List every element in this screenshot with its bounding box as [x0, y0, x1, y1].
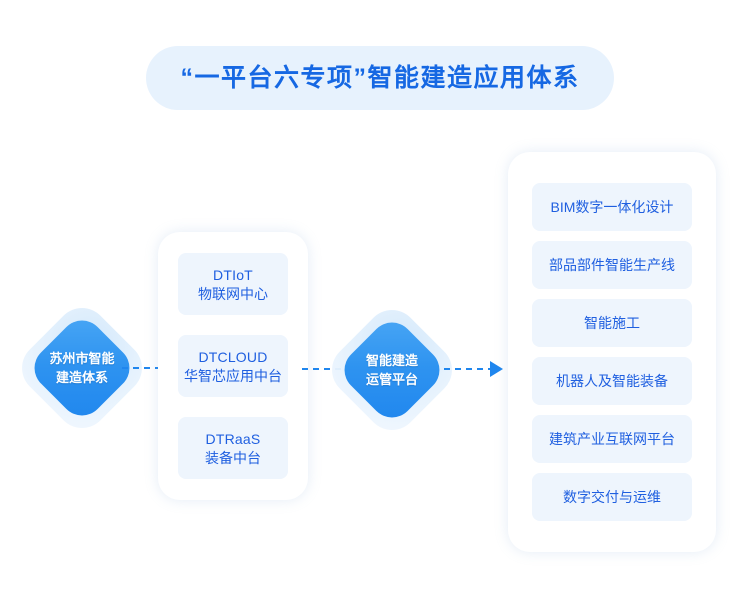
node-label-line-2: 运管平台: [365, 372, 418, 387]
platform-card-cn-label: 华智芯应用中台: [184, 367, 282, 384]
application-card-smart-construction[interactable]: 智能施工: [532, 299, 692, 347]
application-card-digital-delivery[interactable]: 数字交付与运维: [532, 473, 692, 521]
platform-card-en-label: DTCLOUD: [198, 348, 268, 365]
platform-card-en-label: DTIoT: [213, 266, 253, 283]
applications-panel: BIM数字一体化设计 部品部件智能生产线 智能施工 机器人及智能装备 建筑产业互…: [508, 152, 716, 552]
connector-left-to-platform: [122, 367, 166, 369]
platform-card-dtiot[interactable]: DTIoT 物联网中心: [178, 253, 288, 315]
node-suzhou-system[interactable]: 苏州市智能 建造体系: [11, 297, 153, 439]
diagram-title-pill: “一平台六专项”智能建造应用体系: [146, 46, 614, 110]
platform-card-cn-label: 装备中台: [205, 449, 261, 466]
node-label-line-2: 建造体系: [55, 370, 108, 385]
platform-card-dtraas[interactable]: DTRaaS 装备中台: [178, 417, 288, 479]
application-card-industry-internet[interactable]: 建筑产业互联网平台: [532, 415, 692, 463]
diagram-title-text: “一平台六专项”智能建造应用体系: [180, 63, 580, 92]
application-card-bim-design[interactable]: BIM数字一体化设计: [532, 183, 692, 231]
platform-card-dtcloud[interactable]: DTCLOUD 华智芯应用中台: [178, 335, 288, 397]
application-card-robotics-equipment[interactable]: 机器人及智能装备: [532, 357, 692, 405]
platform-card-en-label: DTRaaS: [205, 430, 261, 447]
node-label-line-1: 苏州市智能: [49, 351, 115, 366]
platform-card-cn-label: 物联网中心: [198, 285, 268, 302]
node-ops-platform-label: 智能建造 运管平台: [336, 314, 448, 426]
node-label-line-1: 智能建造: [365, 353, 418, 368]
node-ops-platform[interactable]: 智能建造 运管平台: [321, 299, 463, 441]
platform-panel: DTIoT 物联网中心 DTCLOUD 华智芯应用中台 DTRaaS 装备中台: [158, 232, 308, 500]
node-suzhou-system-label: 苏州市智能 建造体系: [26, 312, 138, 424]
connector-ops-to-applications: [444, 368, 492, 370]
application-card-component-production[interactable]: 部品部件智能生产线: [532, 241, 692, 289]
connector-platform-to-ops: [302, 368, 344, 370]
arrow-right-icon: [490, 361, 503, 377]
